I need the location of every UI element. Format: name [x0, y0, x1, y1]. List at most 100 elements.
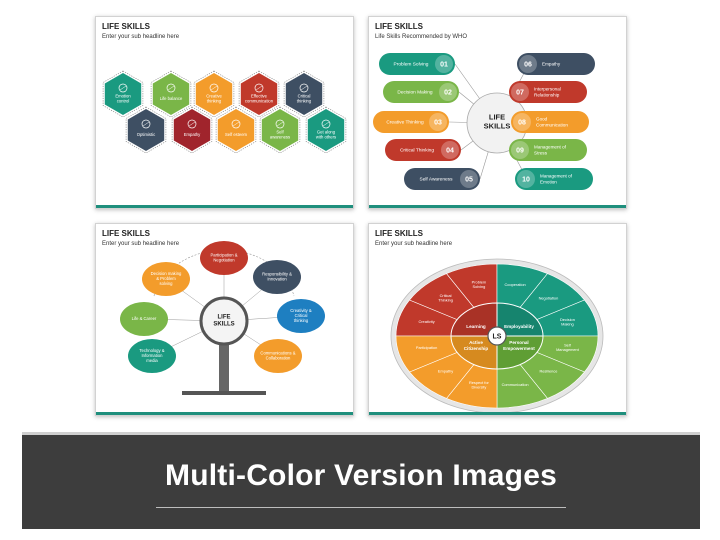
hexagon-shape: [285, 73, 323, 115]
outer-label: Communication: [502, 382, 529, 387]
bubble-shape: [254, 339, 302, 373]
bubble-label: Communications &Collaboration: [260, 350, 295, 360]
hexagon-shape: [261, 109, 299, 151]
inner-quadrant: [496, 335, 544, 370]
skill-number: 01: [440, 62, 448, 69]
head-icon: [299, 83, 309, 93]
person-icon-detail: [119, 85, 127, 91]
quadrant-label: Learning: [466, 324, 486, 329]
skill-pill: [511, 111, 589, 133]
bubble-shape: [253, 260, 301, 294]
slide-thumbnail-hexagons[interactable]: LIFE SKILLS Enter your sub headline here…: [95, 16, 354, 209]
skill-label: Empathy: [542, 62, 561, 67]
slide-thumbnail-ellipse[interactable]: LIFE SKILLS Enter your sub headline here…: [368, 223, 627, 416]
slide-subtitle: Life Skills Recommended by WHO: [375, 34, 468, 40]
skill-pill: [385, 139, 461, 161]
skill-label: Critical Thinking: [400, 148, 434, 154]
scale-icon: [166, 83, 176, 93]
skill-bubble: Communications &Collaboration: [254, 339, 302, 373]
skill-pill: [373, 111, 449, 133]
skill-number: 02: [444, 90, 452, 97]
tree-trunk: [219, 342, 229, 392]
skill-bubble: Responsibility &Innovation: [253, 260, 301, 294]
number-badge: [517, 170, 535, 188]
skill-label: Problem Solving: [394, 62, 429, 68]
skill-pill: [517, 53, 595, 75]
skill-number: 07: [516, 90, 524, 97]
head-icon-detail: [300, 85, 308, 91]
hexagon-shape: [104, 73, 142, 115]
mirror-icon-detail: [276, 121, 284, 127]
slide-thumbnail-who-skills[interactable]: LIFE SKILLS Life Skills Recommended by W…: [368, 16, 627, 209]
inner-quadrant: [450, 335, 498, 370]
skill-number: 08: [518, 120, 526, 127]
heart-icon: [187, 119, 197, 129]
number-badge: [429, 113, 447, 131]
skill-number: 09: [516, 148, 524, 155]
hexagon-label: Optimistic: [137, 132, 155, 137]
bubble-shape: [120, 302, 168, 336]
number-badge: [435, 55, 453, 73]
slide-thumbnail-tree[interactable]: LIFE SKILLS Enter your sub headline here…: [95, 223, 354, 416]
outer-label: Negotiation: [539, 295, 559, 300]
skill-number: 05: [465, 177, 473, 184]
thumbs-up-icon: [141, 119, 151, 129]
skill-bubble: Participation &Negotiation: [200, 241, 248, 275]
bubble-label: Participation &Negotiation: [211, 252, 238, 262]
scale-icon-detail: [167, 85, 175, 91]
skill-label: Creative Thinking: [386, 120, 424, 126]
skill-item: 06 Empathy: [517, 53, 595, 75]
lightbulb-icon-detail: [210, 85, 218, 91]
center-label: LS: [493, 334, 502, 341]
slide-title: LIFE SKILLS: [375, 22, 423, 31]
number-badge: [519, 55, 537, 73]
handshake-icon-detail: [322, 121, 330, 127]
outer-label: Creativity: [418, 319, 434, 324]
person-icon: [118, 83, 128, 93]
bubble-shape: [200, 241, 248, 275]
outer-label: Cooperation: [504, 282, 525, 287]
skill-pill: [515, 168, 593, 190]
heart-icon-detail: [188, 121, 196, 127]
skill-item: Problem Solving 01: [379, 53, 455, 75]
skill-number: 06: [524, 62, 532, 69]
banner-title: Multi-Color Version Images: [165, 459, 557, 492]
people-icon-detail: [255, 85, 263, 91]
skill-bubble: Life & Career: [120, 302, 168, 336]
skill-label: Decision Making: [397, 90, 433, 96]
bubble-shape: [142, 262, 190, 296]
star-icon-detail: [232, 121, 240, 127]
slide-subtitle: Enter your sub headline here: [102, 241, 180, 247]
bubble-shape: [277, 299, 325, 333]
skill-pill: [404, 168, 480, 190]
banner-underline: [156, 507, 566, 508]
hexagon-shape: [127, 109, 165, 151]
handshake-icon: [321, 119, 331, 129]
hexagon-shape: [217, 109, 255, 151]
hexagon-label: Empathy: [184, 132, 201, 137]
number-badge: [460, 170, 478, 188]
hexagon-item: Optimistic: [125, 106, 167, 154]
slide-subtitle: Enter your sub headline here: [375, 241, 453, 247]
skill-pill: [383, 81, 459, 103]
